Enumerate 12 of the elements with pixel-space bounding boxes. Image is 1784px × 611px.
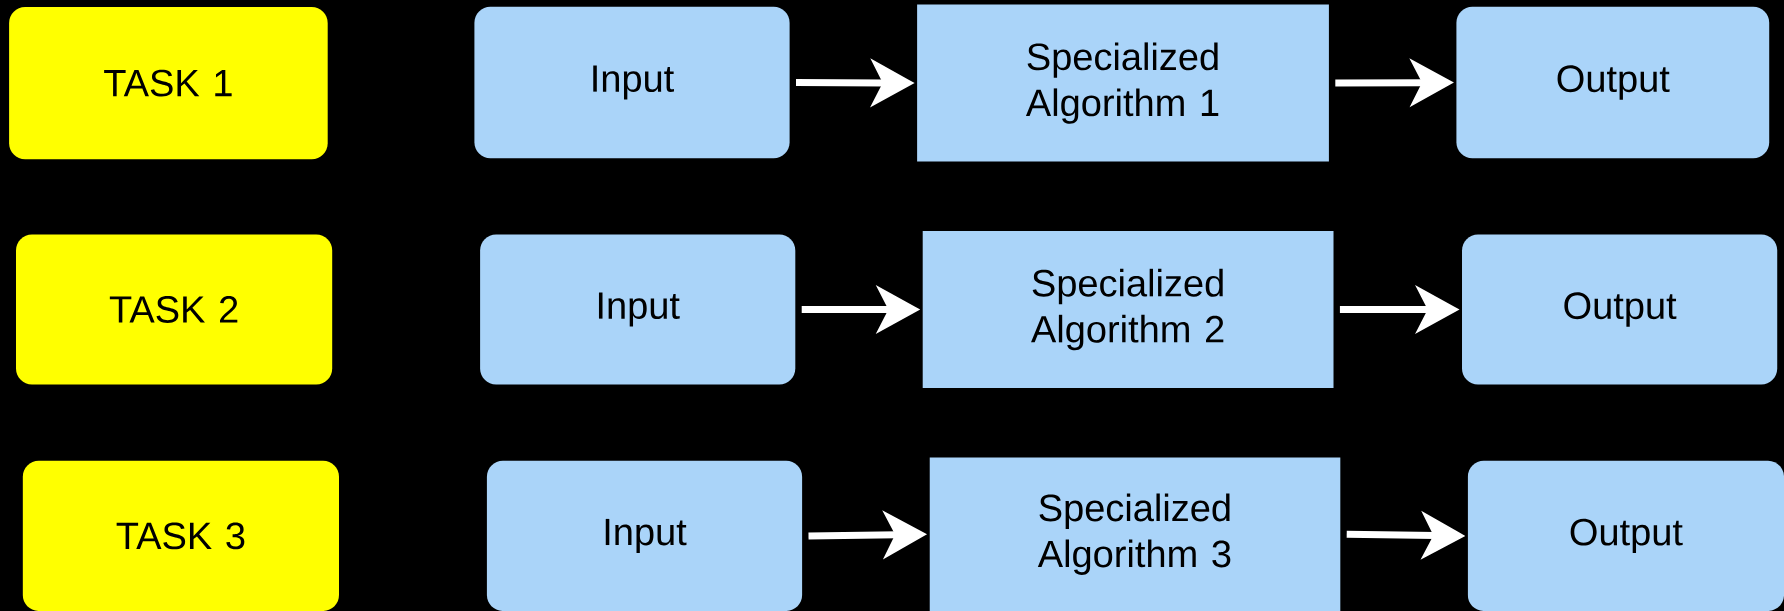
- output-box: Output: [1467, 460, 1784, 611]
- algorithm-box: Specialized Algorithm 3: [929, 457, 1341, 611]
- task-box: TASK 1: [9, 6, 328, 160]
- algorithm-box: Specialized Algorithm 2: [922, 231, 1334, 388]
- input-box: Input: [480, 234, 796, 385]
- input-box: Input: [474, 6, 790, 159]
- task-box: TASK 3: [22, 460, 339, 611]
- output-box: Output: [1462, 234, 1778, 385]
- task-box: TASK 2: [16, 234, 333, 385]
- output-box: Output: [1456, 6, 1770, 159]
- algorithm-box: Specialized Algorithm 1: [917, 4, 1329, 162]
- input-box: Input: [486, 460, 803, 611]
